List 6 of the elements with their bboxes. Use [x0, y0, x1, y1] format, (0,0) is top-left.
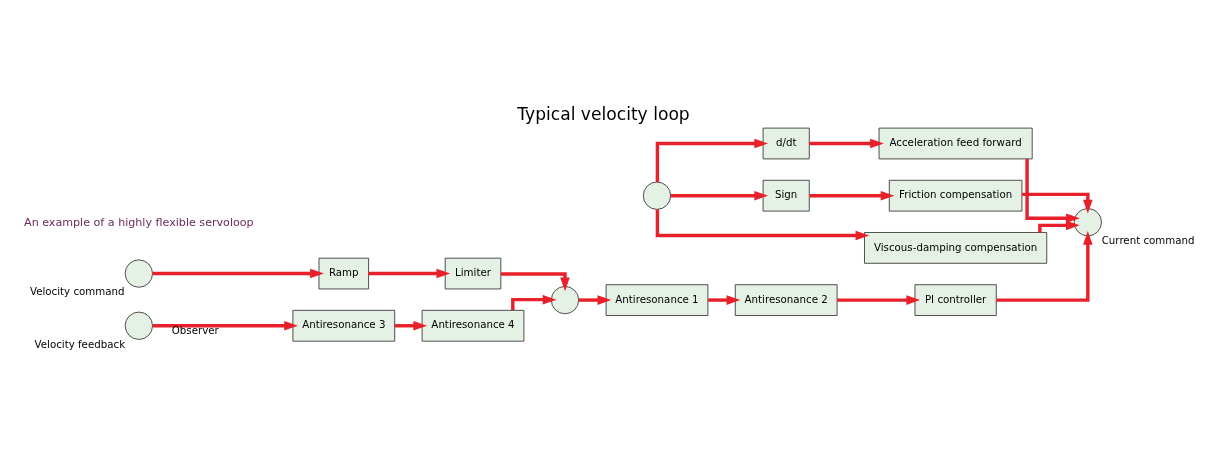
label: An example of a highly flexible servoloop [24, 215, 254, 229]
edge-label: Observer [171, 323, 219, 336]
node-label: Velocity command [29, 285, 125, 298]
node-label: Velocity feedback [34, 337, 126, 350]
diagram-title: Typical velocity loop [517, 103, 690, 124]
node-label: Current command [1101, 234, 1195, 247]
